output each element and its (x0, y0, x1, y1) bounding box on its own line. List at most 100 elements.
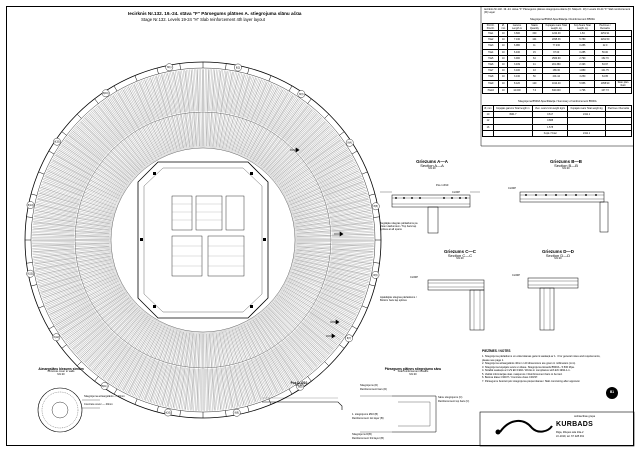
edge-tick (113, 388, 118, 395)
radial-rebar-line (241, 325, 273, 396)
radial-rebar-line (65, 139, 128, 185)
radial-rebar-line (225, 331, 245, 405)
spec-table-header-cell: Poz.Nr. Pos.Nr. (481, 23, 500, 31)
radial-rebar-line (102, 102, 148, 165)
edge-tick (268, 75, 272, 82)
radial-rebar-line (255, 98, 299, 163)
radial-rebar-line (179, 333, 191, 409)
radial-rebar-line (98, 313, 146, 375)
axis-bubble-circle (52, 333, 61, 342)
radial-rebar-line (295, 210, 371, 224)
axis-bubble: 8(9) (232, 408, 241, 417)
axis-bubble-label: 8(10) (165, 411, 171, 414)
radial-rebar-line (241, 84, 273, 155)
edge-tick (94, 376, 99, 382)
edge-tick (361, 171, 368, 175)
radial-rebar-line (55, 154, 122, 194)
section-a-title: Griezums A—A (416, 159, 448, 164)
radial-rebar-line (98, 105, 146, 167)
radial-rebar-line (156, 76, 178, 150)
radial-rebar-line (84, 117, 138, 173)
notes-line-6: 6. Betona klase C30/37 / Concrete class … (482, 376, 539, 380)
spec-table-cell: 201.44 (542, 73, 571, 81)
edge-tick (339, 344, 345, 349)
notes-block: PIEZĪMES / NOTES 1. Stiegrojuma pārlaidu… (482, 349, 606, 383)
radial-rebar-line (222, 331, 239, 407)
side-detail-subtitle: Side reinforcement closers (397, 370, 429, 374)
notes-line-1: 1. Stiegrojuma pārlaidums un enkurošanas… (482, 355, 601, 362)
axis-bubble-label: 8(4) (348, 142, 352, 145)
radial-rebar-line (173, 72, 187, 148)
radial-rebar-line (167, 331, 184, 407)
edge-tick (76, 361, 82, 367)
core-room-3 (225, 195, 245, 231)
bar-detail-title-block: Poz.D. Ø10 M1:20 (284, 381, 314, 388)
section-c-drawing (427, 279, 485, 331)
spec-table-header-cell: Piezīmes / Remarks (594, 23, 616, 31)
radial-rebar-line (292, 187, 365, 212)
radial-rebar-line (255, 317, 299, 382)
radial-rebar-line (280, 144, 345, 188)
axis-bubble-circle (26, 269, 35, 278)
edge-tick (288, 388, 293, 395)
radial-rebar-line (61, 144, 126, 188)
radial-rebar-line (296, 233, 373, 237)
axis-bubble-circle (345, 334, 353, 343)
radial-rebar-line (296, 249, 373, 258)
edge-tick (288, 85, 293, 92)
radial-rebar-line (291, 272, 363, 299)
sheet-title: Iecirknis Nr.132. 19.-24. stāva "F" Pārs… (128, 11, 302, 16)
spec-table-header-cell: Kopējais svars Total weight, kg (542, 23, 571, 31)
radial-rebar-line (68, 135, 130, 183)
radial-rebar-line (290, 275, 361, 304)
core-room-1 (171, 195, 193, 231)
radial-rebar-line (128, 324, 162, 393)
callout-cl-b: CL60P (508, 187, 516, 190)
radial-rebar-line (212, 70, 221, 147)
edge-tick (38, 171, 45, 175)
sheet-subtitle: Stage Nr.132. Levels 19-24 "H" Slab rein… (141, 17, 265, 22)
callout-pos1: Pos.1 Ø10 (436, 184, 449, 187)
radial-rebar-line (285, 160, 354, 196)
edge-tick (373, 262, 380, 264)
radial-rebar-line (161, 75, 181, 149)
radial-rebar-line (89, 309, 141, 367)
radial-rebar-line (65, 295, 128, 341)
summary-table-cell: Kopā / Total (531, 129, 569, 137)
callout-cl-c: CL60P (410, 276, 418, 279)
title-block (479, 411, 635, 447)
radial-rebar-line (156, 330, 178, 404)
edge-tick (268, 398, 272, 405)
axis-bubble-circle (165, 63, 174, 72)
radial-rebar-line (161, 331, 181, 405)
bar-detail-title: Poz.D. Ø10 (290, 381, 308, 385)
radial-rebar-line (235, 328, 262, 400)
radial-rebar-line (235, 80, 262, 152)
radial-rebar-line (263, 311, 313, 371)
radial-rebar-line (68, 297, 130, 345)
radial-rebar-line (33, 228, 110, 234)
radial-rebar-line (252, 95, 294, 161)
radial-rebar-line (58, 289, 124, 331)
edge-tick (369, 284, 375, 287)
radial-rebar-line (43, 272, 115, 299)
radial-rebar-line (47, 170, 118, 202)
axis-bubble-label: 8(8) (298, 386, 302, 389)
radial-rebar-line (294, 262, 368, 282)
radial-rebar-line (93, 109, 143, 169)
radial-rebar-line (290, 176, 361, 205)
radial-rebar-line (45, 176, 116, 205)
radial-rebar-line (50, 281, 119, 315)
notes-heading: PIEZĪMES / NOTES (482, 349, 511, 353)
radial-rebar-line (33, 222, 110, 231)
axis-bubble: 8(16) (101, 89, 110, 98)
section-b-title-block: Griezums B—B Section B—B M1:20 (538, 159, 594, 171)
radial-rebar-line (215, 333, 227, 409)
radial-rebar-line (293, 193, 367, 215)
radial-rebar-line (144, 328, 171, 400)
spec-table-cell: 5.956 (569, 79, 596, 88)
section-a-title-block: Griezums A—A Section A—A M1:20 (404, 159, 460, 171)
radial-rebar-line (249, 321, 289, 388)
radial-rebar-line (294, 204, 370, 221)
radial-rebar-line (41, 187, 114, 212)
